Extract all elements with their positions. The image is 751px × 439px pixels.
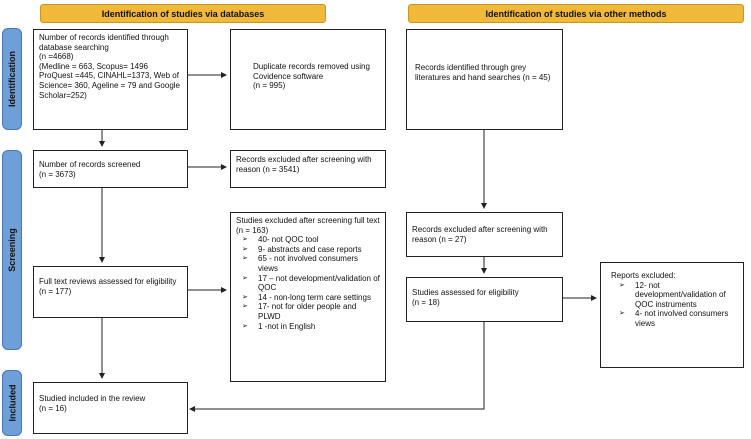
other-assessed-text: Studies assessed for eligibility (n = 18… bbox=[412, 288, 519, 307]
fulltext-excluded-item: 17 – not development/validation of QOC bbox=[240, 274, 380, 293]
box-other-excluded: Records excluded after screening with re… bbox=[406, 212, 563, 257]
duplicates-removed-text: Duplicate records removed using Covidenc… bbox=[253, 62, 370, 91]
fulltext-excluded-title: Studies excluded after screening full te… bbox=[236, 216, 380, 235]
fulltext-excluded-item: 1 -not in English bbox=[240, 322, 380, 332]
phase-included: Included bbox=[2, 370, 22, 436]
header-other-methods: Identification of studies via other meth… bbox=[408, 4, 744, 23]
box-screened: Number of records screened (n = 3673) bbox=[33, 150, 188, 188]
fulltext-excluded-item: 65 - not involved consumers views bbox=[240, 254, 380, 273]
box-other-identified: Records identified through grey literatu… bbox=[406, 29, 563, 130]
fulltext-excluded-item: 40- not QOC tool bbox=[240, 235, 380, 245]
box-included: Studied included in the review (n = 16) bbox=[33, 382, 188, 434]
excluded-screening-text: Records excluded after screening with re… bbox=[236, 155, 372, 174]
fulltext-excluded-item: 14 - non-long term care settings bbox=[240, 293, 380, 303]
phase-screening-label: Screening bbox=[7, 228, 18, 272]
screened-text: Number of records screened (n = 3673) bbox=[39, 160, 141, 179]
reports-excluded-item: 12- not development/validation of QOC in… bbox=[617, 281, 738, 310]
reports-excluded-title: Reports excluded: bbox=[611, 271, 676, 280]
fulltext-excluded-item: 17- not for older people and PLWD bbox=[240, 302, 380, 321]
box-duplicates-removed: Duplicate records removed using Covidenc… bbox=[230, 29, 386, 130]
header-databases: Identification of studies via databases bbox=[40, 4, 326, 23]
box-fulltext-assessed: Full text reviews assessed for eligibili… bbox=[33, 266, 188, 318]
fulltext-excluded-list: 40- not QOC tool 9- abstracts and case r… bbox=[236, 235, 380, 331]
phase-included-label: Included bbox=[7, 384, 18, 422]
phase-identification-label: Identification bbox=[7, 51, 17, 107]
box-reports-excluded: Reports excluded: 12- not development/va… bbox=[600, 262, 744, 368]
reports-excluded-item: 4- not involved consumers views bbox=[617, 309, 738, 328]
box-db-identified: Number of records identified through dat… bbox=[33, 29, 188, 130]
phase-screening: Screening bbox=[2, 150, 22, 350]
box-fulltext-excluded: Studies excluded after screening full te… bbox=[230, 212, 386, 382]
phase-identification: Identification bbox=[2, 28, 22, 130]
other-identified-text: Records identified through grey literatu… bbox=[415, 63, 551, 82]
fulltext-excluded-item: 9- abstracts and case reports bbox=[240, 245, 380, 255]
header-databases-label: Identification of studies via databases bbox=[101, 8, 265, 19]
reports-excluded-list: 12- not development/validation of QOC in… bbox=[611, 281, 738, 329]
header-other-label: Identification of studies via other meth… bbox=[485, 8, 667, 19]
db-identified-text: Number of records identified through dat… bbox=[39, 33, 180, 100]
box-excluded-screening: Records excluded after screening with re… bbox=[230, 150, 386, 188]
fulltext-assessed-text: Full text reviews assessed for eligibili… bbox=[39, 277, 177, 296]
arrow-assessed-to-included bbox=[189, 322, 485, 412]
other-excluded-text: Records excluded after screening with re… bbox=[412, 225, 548, 244]
included-text: Studied included in the review (n = 16) bbox=[39, 394, 146, 413]
box-other-assessed: Studies assessed for eligibility (n = 18… bbox=[406, 277, 563, 322]
